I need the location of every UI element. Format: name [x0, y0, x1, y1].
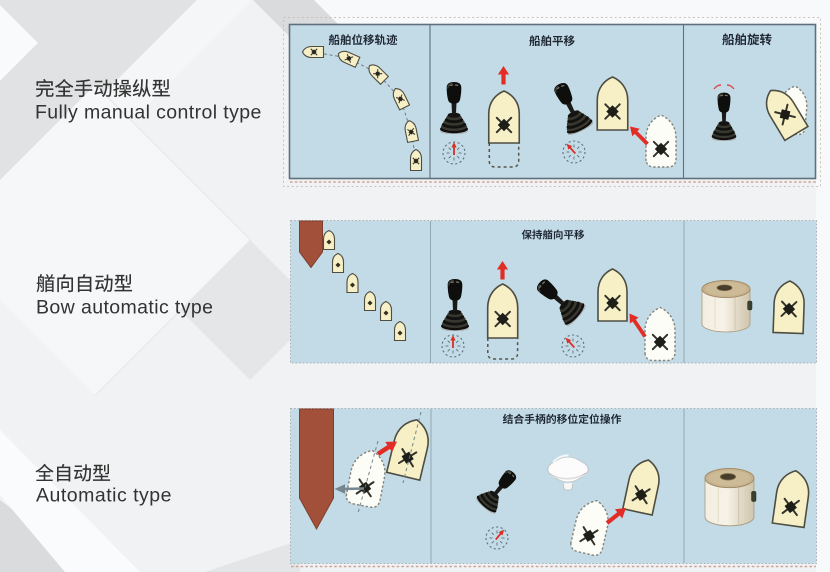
svg-text:Bow automatic type: Bow automatic type — [36, 297, 213, 319]
svg-text:Fully manual control type: Fully manual control type — [35, 102, 262, 124]
svg-text:Automatic type: Automatic type — [36, 485, 172, 507]
